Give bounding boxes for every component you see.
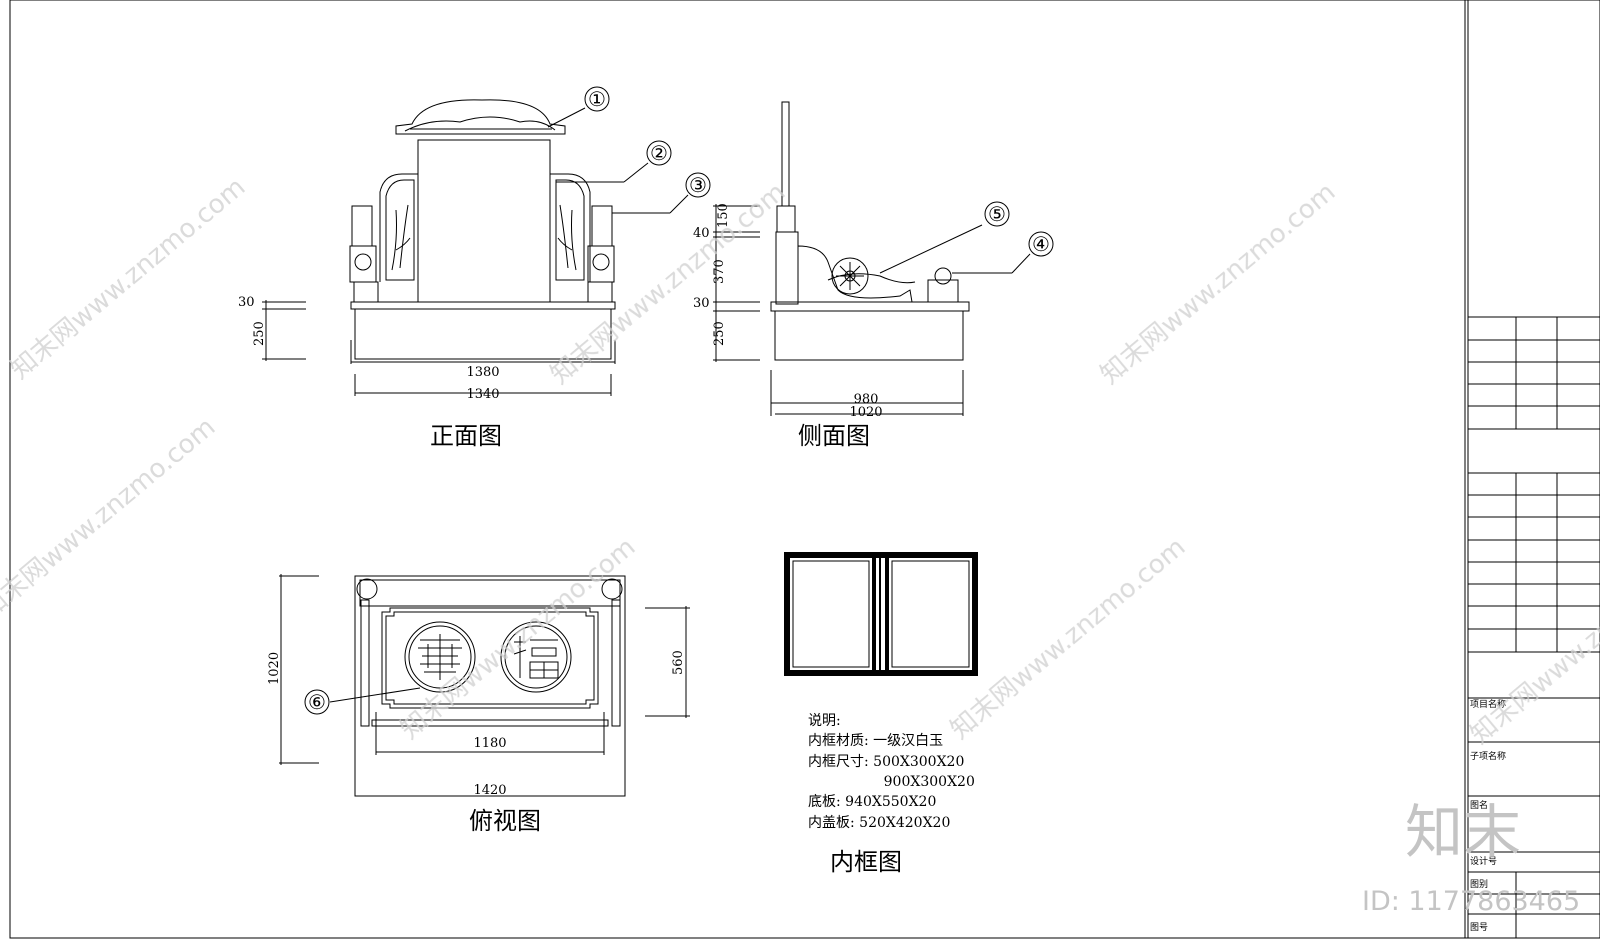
brand-logo: 知末 <box>1405 798 1521 866</box>
front-dim-1380: 1380 <box>466 365 499 380</box>
inner-view-title: 内框图 <box>830 848 902 876</box>
side-base <box>774 310 964 361</box>
front-view: 30 250 1380 1340 正面图 <box>238 99 616 450</box>
callout-3: ③ <box>689 173 707 197</box>
lion-icon <box>354 253 372 271</box>
title-drawing-no: 图号 <box>1470 922 1488 933</box>
top-cover <box>381 607 599 709</box>
side-dim-980: 980 <box>854 392 879 407</box>
notes-heading: 说明: <box>808 713 841 729</box>
watermark-text: 知末网www.znzmo.com <box>0 412 221 625</box>
post-icon <box>601 578 623 600</box>
front-left-pillar <box>351 205 373 247</box>
front-left-wing <box>379 173 419 282</box>
watermark-text: 知末网www.znzmo.com <box>945 532 1191 745</box>
front-base <box>354 308 612 360</box>
front-right-pillar <box>591 205 613 247</box>
front-crest-carving <box>404 116 556 132</box>
side-dim-1020: 1020 <box>849 405 882 420</box>
callout-2: ② <box>650 141 668 165</box>
title-design-no: 设计号 <box>1470 855 1497 867</box>
title-block: 项目名称 子项名称 图名 设计号 图别 图号 <box>1464 0 1600 938</box>
front-right-wing <box>549 173 591 282</box>
notes-line: 900X300X20 <box>808 774 975 790</box>
fu-medallion-icon <box>500 621 572 693</box>
side-dim-250: 250 <box>712 321 727 346</box>
top-dim-1180: 1180 <box>473 736 506 751</box>
side-dim-370: 370 <box>712 259 727 284</box>
notes: 说明: 内框材质: 一级汉白玉 内框尺寸: 500X300X20 900X300… <box>808 713 975 831</box>
top-dim-560: 560 <box>671 650 686 675</box>
brand-watermark: 知末 ID: 1177863465 <box>1362 798 1580 917</box>
callouts-front: ① ② ③ <box>547 86 711 214</box>
side-dim-40: 40 <box>693 226 710 241</box>
front-dim-1340: 1340 <box>466 387 499 402</box>
callout-1: ① <box>588 87 606 111</box>
side-view-title: 侧面图 <box>798 422 870 450</box>
top-view-title: 俯视图 <box>469 807 541 835</box>
shou-medallion-icon <box>404 621 476 693</box>
side-wing <box>797 245 913 303</box>
callout-6: ⑥ <box>308 690 326 714</box>
top-dim-1020: 1020 <box>267 652 282 685</box>
post-icon <box>356 578 378 600</box>
top-view: 1020 560 1180 1420 俯视图 <box>267 574 690 835</box>
notes-line: 内框尺寸: 500X300X20 <box>808 754 964 770</box>
notes-line: 内盖板: 520X420X20 <box>808 815 950 831</box>
callout-6-group: ⑥ <box>304 687 421 715</box>
front-dim-250: 250 <box>252 321 267 346</box>
watermark-text: 知末网www.znzmo.com <box>1465 537 1600 750</box>
sheet-border <box>9 0 1600 939</box>
top-outer <box>354 575 626 797</box>
watermark-text: 知末网www.znzmo.com <box>5 172 251 385</box>
title-category: 图别 <box>1470 879 1488 890</box>
watermark-text: 知末网www.znzmo.com <box>545 177 791 390</box>
watermark-text: 知末网www.znzmo.com <box>1095 177 1341 390</box>
side-view: 150 40 370 30 250 980 1020 侧面图 <box>693 101 970 450</box>
lion-icon <box>934 267 952 285</box>
top-dim-1420: 1420 <box>473 783 506 798</box>
side-dim-30: 30 <box>693 296 710 311</box>
image-id: ID: 1177863465 <box>1362 886 1580 917</box>
notes-line: 内框材质: 一级汉白玉 <box>808 733 943 749</box>
lion-icon <box>592 253 610 271</box>
notes-line: 底板: 940X550X20 <box>808 794 936 810</box>
front-view-title: 正面图 <box>430 422 502 450</box>
callout-4: ④ <box>1032 232 1050 256</box>
front-dim-30: 30 <box>238 295 255 310</box>
title-project-name: 项目名称 <box>1470 698 1506 710</box>
side-dim-150: 150 <box>716 203 731 228</box>
title-drawing-name: 图名 <box>1470 799 1488 811</box>
side-slab <box>770 301 970 312</box>
front-crest <box>395 99 566 135</box>
front-slab <box>350 301 616 310</box>
callout-5: ⑤ <box>988 202 1006 226</box>
flower-medallion-icon <box>831 257 869 295</box>
side-stele <box>775 231 799 305</box>
callouts-side: ⑤ ④ <box>879 201 1054 274</box>
front-stele <box>417 139 551 303</box>
title-sub-project: 子项名称 <box>1470 750 1506 762</box>
inner-frame-view: 内框图 <box>784 552 978 876</box>
